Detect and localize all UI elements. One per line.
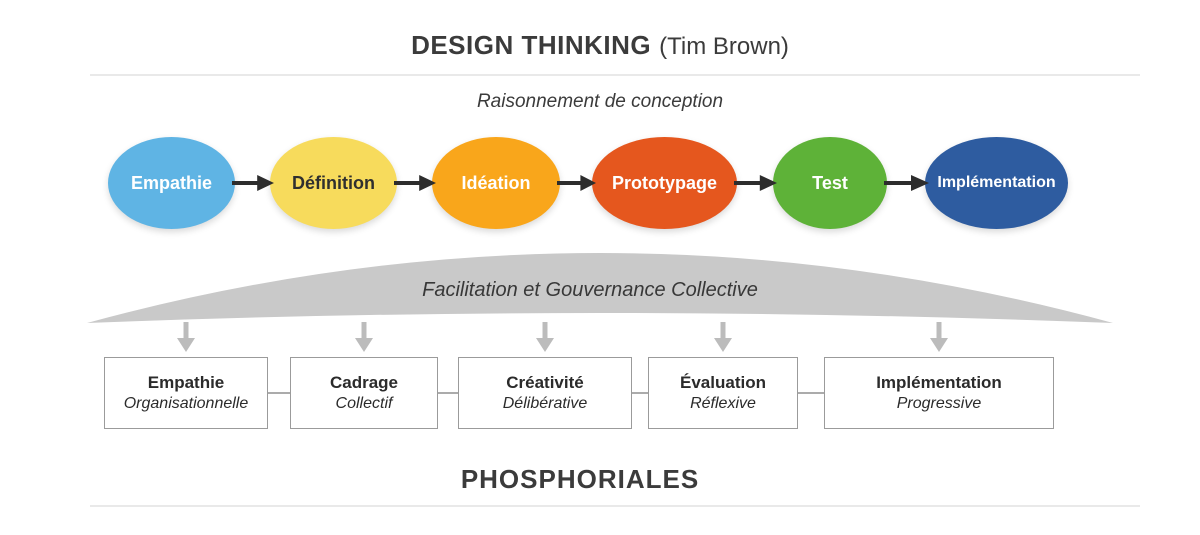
governance-arc [0, 240, 1200, 360]
principle-title: Implémentation [876, 372, 1002, 392]
card-connector [438, 392, 458, 394]
arrow-down-icon [355, 322, 373, 352]
stage-definition: Définition [270, 137, 397, 229]
principle-subtitle: Collectif [335, 394, 393, 412]
principle-card-implementation: Implémentation Progressive [824, 357, 1054, 429]
principle-title: Évaluation [680, 372, 766, 392]
stage-label: Test [812, 173, 848, 193]
principle-subtitle: Organisationnelle [123, 394, 249, 412]
stage-label: Définition [292, 173, 375, 193]
stage-empathie: Empathie [108, 137, 235, 229]
principle-title: Créativité [506, 372, 584, 392]
stage-implementation: Implémentation [925, 137, 1068, 229]
bottom-divider [90, 505, 1140, 507]
arrow-right-icon [884, 175, 929, 191]
principle-subtitle: Réflexive [690, 394, 756, 412]
stage-label: Prototypage [611, 173, 717, 193]
governance-label: Facilitation et Gouvernance Collective [422, 279, 758, 301]
flow-caption: Raisonnement de conception [476, 91, 724, 112]
arrow-down-icon [177, 322, 195, 352]
stage-label: Idéation [461, 173, 531, 193]
principle-card-cadrage: Cadrage Collectif [290, 357, 438, 429]
card-connector [268, 392, 290, 394]
header: DESIGN THINKING (Tim Brown) [0, 30, 1200, 61]
stage-prototypage: Prototypage [592, 137, 737, 229]
arrow-down-icon [714, 322, 732, 352]
top-divider [90, 74, 1140, 76]
stage-ideation: Idéation [432, 137, 560, 229]
principle-subtitle: Délibérative [502, 394, 588, 412]
principle-card-creativite: Créativité Délibérative [458, 357, 632, 429]
arrow-right-icon [557, 175, 596, 191]
stage-label: Implémentation [937, 174, 1056, 191]
footer-title: PHOSPHORIALES [460, 464, 700, 494]
stage-test: Test [773, 137, 887, 229]
card-connector [632, 392, 648, 394]
arrow-down-icon [536, 322, 554, 352]
principle-subtitle: Progressive [896, 394, 982, 412]
stage-label: Empathie [130, 173, 213, 193]
principle-card-empathie: Empathie Organisationnelle [104, 357, 268, 429]
arrow-right-icon [394, 175, 436, 191]
principle-title: Cadrage [329, 372, 399, 392]
principle-card-evaluation: Évaluation Réflexive [648, 357, 798, 429]
arrow-right-icon [734, 175, 777, 191]
card-connector [798, 392, 824, 394]
page-title: DESIGN THINKING [411, 30, 652, 60]
author-credit: (Tim Brown) [659, 33, 789, 60]
arrow-right-icon [232, 175, 274, 191]
arrow-down-icon [930, 322, 948, 352]
principle-title: Empathie [147, 372, 225, 392]
